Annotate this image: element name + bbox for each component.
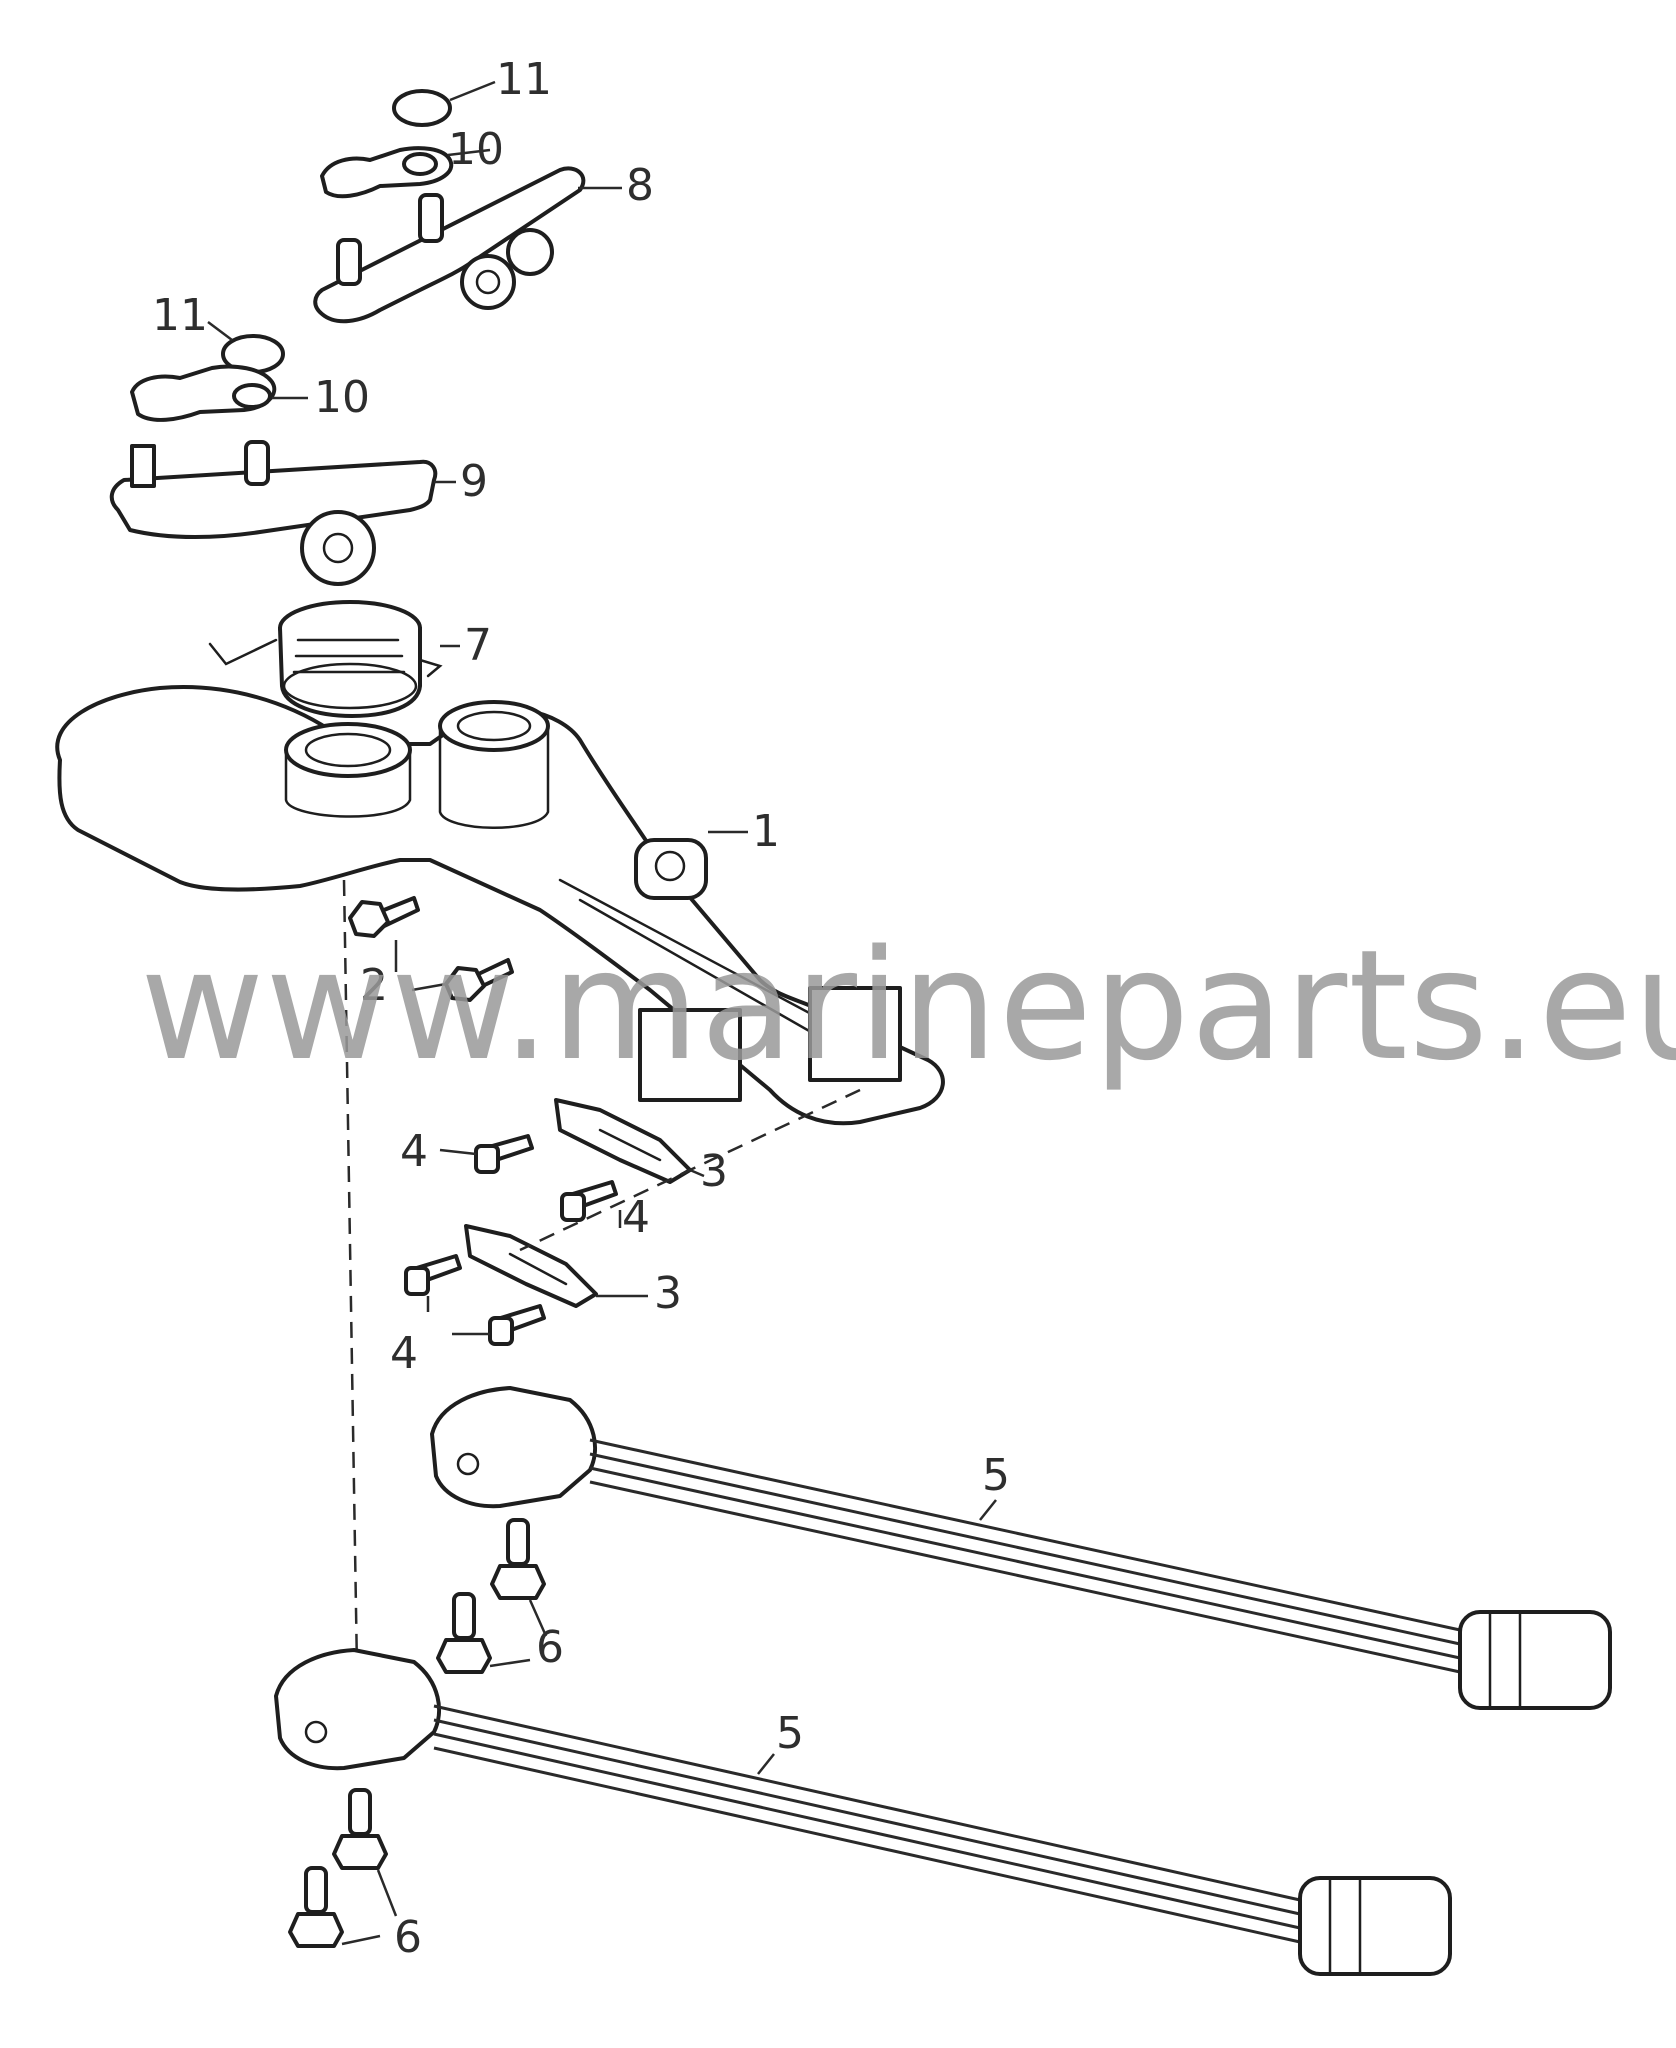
callout-4-a: 4 (400, 1126, 428, 1177)
callout-3-a: 3 (700, 1146, 728, 1197)
callout-4-b: 4 (622, 1192, 650, 1243)
watermark: www.marineparts.eu (140, 917, 1676, 1094)
main-bracket (55, 685, 945, 1126)
callout-4-c: 4 (390, 1328, 418, 1379)
callout-10-upper: 10 (448, 124, 504, 175)
screws-bracket (348, 896, 514, 1002)
lever-clip-upper (320, 146, 491, 199)
sensor-harness-lower (274, 1648, 1452, 1976)
callout-8: 8 (626, 160, 654, 211)
callout-5-upper: 5 (982, 1450, 1010, 1501)
bolts-lower (288, 1788, 398, 1948)
link-plate-lower (109, 440, 456, 586)
link-plate-upper (313, 166, 622, 324)
callout-1: 1 (752, 806, 780, 857)
callout-6-lower: 6 (394, 1912, 422, 1963)
assembly-guide-diagonal (519, 1088, 861, 1252)
sensor-harness-upper (430, 1386, 1612, 1710)
callout-11-upper: 11 (496, 54, 552, 105)
callout-5-lower: 5 (776, 1708, 804, 1759)
bolts-upper (436, 1518, 548, 1674)
callout-10-lower: 10 (314, 372, 370, 423)
callout-7: 7 (464, 620, 492, 671)
callout-9: 9 (460, 456, 488, 507)
callout-6-upper: 6 (536, 1622, 564, 1673)
callout-11-lower: 11 (152, 290, 208, 341)
contact-screws (404, 1134, 622, 1346)
callout-3-b: 3 (654, 1268, 682, 1319)
assembly-guide-vertical (342, 879, 360, 1731)
lever-clip-lower (130, 364, 308, 422)
callout-2: 2 (360, 960, 388, 1011)
contact-plate-lower (464, 1224, 648, 1308)
torsion-spring (208, 600, 460, 718)
o-ring-lower (207, 321, 285, 374)
o-ring-upper (392, 80, 496, 127)
contact-plate-upper (554, 1098, 705, 1184)
